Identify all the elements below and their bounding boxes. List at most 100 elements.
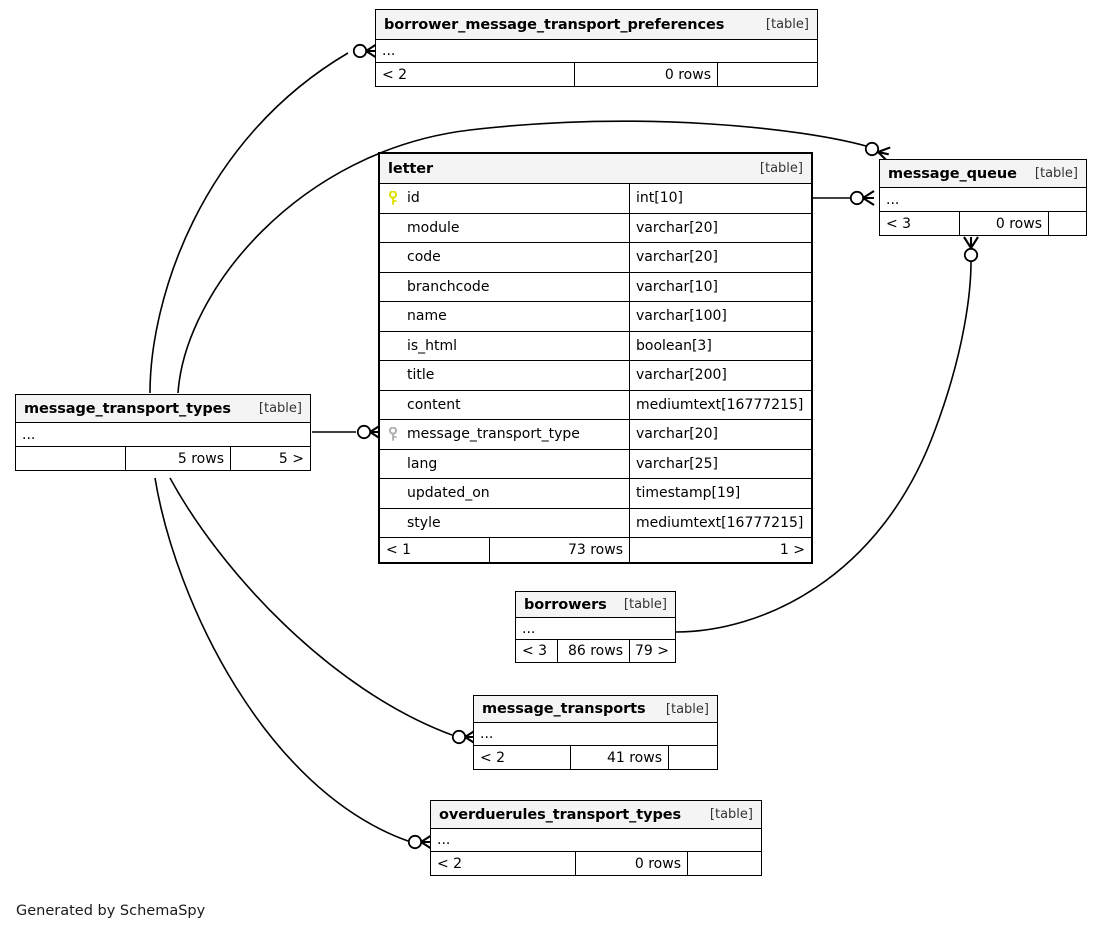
column-type: varchar[10]	[636, 278, 718, 295]
table-body-ellipsis: ...	[376, 40, 817, 63]
table-borrower_message_transport_preferences[interactable]: borrower_message_transport_preferences […	[375, 9, 818, 87]
table-body-ellipsis: ...	[474, 723, 717, 746]
table-header: overduerules_transport_types [table]	[431, 801, 761, 829]
table-tag: [table]	[258, 401, 302, 416]
table-tag: [table]	[765, 17, 809, 32]
footer-left[interactable]: < 2	[431, 852, 576, 875]
edge-mtt-to-bmtp	[149, 52, 349, 394]
footer-rows: 41 rows	[571, 746, 669, 769]
column-name: content	[407, 396, 461, 413]
footer-rows: 86 rows	[558, 640, 630, 662]
column-name-cell: name	[380, 302, 630, 331]
footer-right[interactable]: 79 >	[635, 643, 669, 659]
table-row[interactable]: title varchar[200]	[380, 361, 811, 391]
table-footer: < 3 0 rows	[880, 212, 1086, 235]
column-type: varchar[200]	[636, 367, 727, 384]
footer-right[interactable]: 5 >	[278, 450, 304, 467]
footer-rows: 0 rows	[575, 63, 718, 86]
footer-left[interactable]: < 3	[880, 212, 960, 235]
column-type: mediumtext[16777215]	[636, 514, 804, 531]
footer-right[interactable]	[688, 852, 761, 875]
footer-rows: 0 rows	[960, 212, 1049, 235]
column-name-cell: id	[380, 184, 630, 213]
column-name-cell: content	[380, 390, 630, 419]
table-row[interactable]: message_transport_type varchar[20]	[380, 420, 811, 450]
table-footer: < 3 86 rows 79 >	[516, 640, 675, 662]
table-header: message_transport_types [table]	[16, 395, 310, 423]
table-letter[interactable]: letter [table] id int[10] module varchar…	[378, 152, 813, 564]
table-message_transports[interactable]: message_transports [table] ... < 2 41 ro…	[473, 695, 718, 770]
edge-circle-bmtp	[352, 43, 368, 59]
table-body-ellipsis: ...	[516, 618, 675, 640]
edge-circle-mq-bottom	[963, 247, 979, 263]
primary-key-icon	[388, 190, 401, 206]
column-name: name	[407, 308, 447, 325]
table-tag: [table]	[1034, 166, 1078, 181]
column-name-cell: style	[380, 508, 630, 537]
table-body-ellipsis: ...	[880, 188, 1086, 212]
table-row[interactable]: id int[10]	[380, 184, 811, 214]
table-row[interactable]: is_html boolean[3]	[380, 331, 811, 361]
column-type: varchar[20]	[636, 249, 718, 266]
column-name: is_html	[407, 337, 458, 354]
edge-circle-mq-left	[849, 190, 865, 206]
table-row[interactable]: lang varchar[25]	[380, 449, 811, 479]
footer-rows: 73 rows	[490, 538, 630, 562]
table-row[interactable]: branchcode varchar[10]	[380, 272, 811, 302]
footer-left[interactable]: < 2	[376, 63, 575, 86]
column-type: int[10]	[636, 190, 683, 207]
footer-right[interactable]	[718, 63, 817, 86]
table-row[interactable]: style mediumtext[16777215]	[380, 508, 811, 538]
table-body-ellipsis: ...	[431, 829, 761, 852]
table-row[interactable]: updated_on timestamp[19]	[380, 479, 811, 509]
edge-mtt-to-overduerules	[154, 477, 409, 842]
table-header: letter [table]	[380, 154, 811, 184]
table-title: message_queue	[888, 165, 1017, 182]
table-tag: [table]	[623, 597, 667, 612]
table-tag: [table]	[709, 807, 753, 822]
edge-circle-letter	[356, 424, 372, 440]
column-name-cell: updated_on	[380, 479, 630, 508]
table-title: message_transports	[482, 701, 646, 717]
table-title: borrower_message_transport_preferences	[384, 16, 725, 33]
column-name: style	[407, 514, 441, 531]
footer-right[interactable]: 1 >	[779, 542, 805, 558]
footer-rows: 5 rows	[126, 447, 231, 470]
table-borrowers[interactable]: borrowers [table] ... < 3 86 rows 79 >	[515, 591, 676, 663]
table-footer: < 2 0 rows	[431, 852, 761, 875]
footer-left[interactable]	[16, 447, 126, 470]
footer-left[interactable]: < 1	[380, 538, 490, 562]
footer-right[interactable]	[1049, 212, 1086, 235]
column-name: id	[407, 190, 420, 207]
table-footer: < 2 41 rows	[474, 746, 717, 769]
column-type: varchar[100]	[636, 308, 727, 325]
table-body-ellipsis: ...	[16, 423, 310, 447]
table-footer: < 2 0 rows	[376, 63, 817, 86]
column-name: title	[407, 367, 435, 384]
table-header: message_queue [table]	[880, 160, 1086, 188]
column-name: code	[407, 249, 441, 266]
table-message_transport_types[interactable]: message_transport_types [table] ... 5 ro…	[15, 394, 311, 471]
table-message_queue[interactable]: message_queue [table] ... < 3 0 rows	[879, 159, 1087, 236]
table-row[interactable]: name varchar[100]	[380, 302, 811, 332]
edge-circle-overduerules	[407, 834, 423, 850]
footer-left[interactable]: < 3	[516, 640, 558, 662]
footer-left[interactable]: < 2	[474, 746, 571, 769]
footer-right[interactable]	[669, 746, 717, 769]
edge-circle-message-transports	[451, 729, 467, 745]
column-name-cell: code	[380, 243, 630, 272]
table-title: message_transport_types	[24, 400, 231, 417]
column-type: varchar[20]	[636, 219, 718, 236]
footer-rows: 0 rows	[576, 852, 688, 875]
column-name-cell: module	[380, 213, 630, 242]
column-name: lang	[407, 455, 438, 472]
table-overduerules_transport_types[interactable]: overduerules_transport_types [table] ...…	[430, 800, 762, 876]
edge-circle-mq-top	[864, 141, 880, 157]
table-row[interactable]: content mediumtext[16777215]	[380, 390, 811, 420]
table-row[interactable]: code varchar[20]	[380, 243, 811, 273]
column-name-cell: branchcode	[380, 272, 630, 301]
column-type: mediumtext[16777215]	[636, 396, 804, 413]
table-row[interactable]: module varchar[20]	[380, 213, 811, 243]
table-header: borrowers [table]	[516, 592, 675, 618]
table-title: overduerules_transport_types	[439, 806, 682, 823]
